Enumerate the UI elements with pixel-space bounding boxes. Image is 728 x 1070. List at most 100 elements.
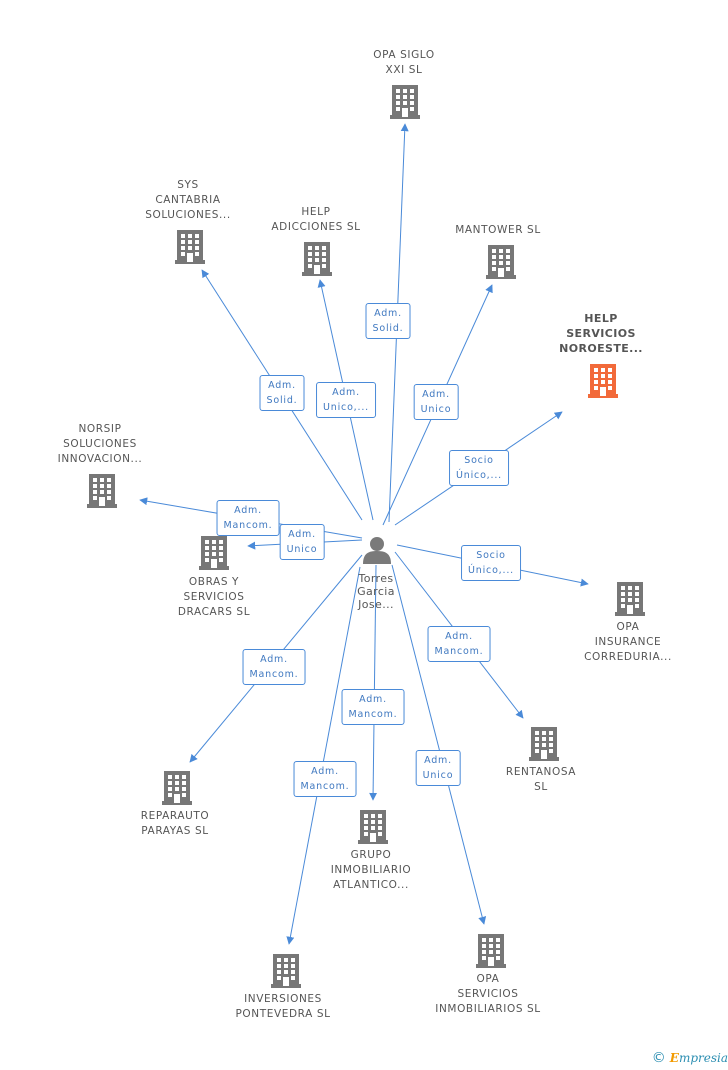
building-icon-obras-servicios-dracars[interactable] [199, 536, 229, 570]
node-label-opa-servicios-inmobiliarios-line-3: INMOBILIARIOS SL [435, 1003, 541, 1015]
building-icon-rentanosa[interactable] [529, 727, 559, 761]
edge-label-sys-cantabria[interactable]: Adm. Solid. [259, 375, 305, 411]
edge-label-norsip[interactable]: Adm.Mancom. [216, 500, 280, 536]
building-icon-help-adicciones[interactable] [302, 242, 332, 276]
edge-label-reparauto[interactable]: Adm. Mancom. [242, 649, 306, 685]
edge-label-sys-cantabria-line-1: Adm. [268, 380, 296, 391]
edge-label-grupo-inmobiliario-line-1: Adm. [359, 694, 387, 705]
node-label-norsip-line-1: NORSIP [78, 423, 122, 435]
edge-label-opa-insurance-line-1: Socio [476, 550, 506, 561]
edge-label-help-adicciones-line-1: Adm. [332, 387, 360, 398]
node-label-inversiones-pontevedra-line-2: PONTEVEDRA SL [235, 1008, 331, 1020]
node-label-opa-insurance-line-1: OPA [616, 621, 640, 633]
node-label-sys-cantabria-line-2: CANTABRIA [155, 194, 221, 206]
node-label-opa-siglo-xxi[interactable]: OPA SIGLO XXI SL [373, 48, 434, 78]
building-icon-grupo-inmobiliario[interactable] [358, 810, 388, 844]
node-label-opa-insurance-line-3: CORREDURIA... [584, 651, 672, 663]
edge-label-rentanosa-line-1: Adm. [445, 631, 473, 642]
building-icon-opa-insurance[interactable] [615, 582, 645, 616]
node-label-obras-servicios-dracars-line-1: OBRAS Y [188, 576, 240, 588]
brand-initial: E [669, 1051, 679, 1065]
node-label-grupo-inmobiliario-line-2: INMOBILIARIO [330, 864, 412, 876]
node-label-help-adicciones-line-1: HELP [301, 206, 331, 218]
building-icon-mantower[interactable] [486, 245, 516, 279]
edge-label-opa-servicios-inmobiliarios-line-2: Unico [422, 770, 454, 781]
edge-label-norsip-line-1: Adm. [234, 505, 262, 516]
edge-label-mantower-line-2: Unico [420, 404, 452, 415]
edge-label-help-adicciones-line-2: Unico,... [323, 402, 369, 413]
edge-label-obras-servicios-dracars[interactable]: Adm. Unico [279, 524, 325, 560]
person-icon [363, 537, 391, 564]
edge-label-rentanosa-line-2: Mancom. [434, 646, 484, 657]
edge-label-help-adicciones[interactable]: Adm. Unico,... [316, 382, 376, 418]
node-label-opa-siglo-xxi-line-1: OPA SIGLO [373, 49, 435, 61]
node-label-help-servicios-noroeste-line-3: NOROESTE... [559, 342, 643, 355]
edge-label-grupo-inmobiliario[interactable]: Adm. Mancom. [341, 689, 405, 725]
building-icon-inversiones-pontevedra[interactable] [271, 954, 301, 988]
edge-opa-servicios-inmobiliarios [391, 564, 487, 925]
node-label-reparauto-line-2: PARAYAS SL [141, 825, 209, 837]
brand-name: Empresia [670, 1051, 728, 1065]
edge-label-obras-servicios-dracars-line-1: Adm. [288, 529, 316, 540]
node-label-sys-cantabria-line-1: SYS [177, 179, 199, 191]
node-label-rentanosa-line-1: RENTANOSA [505, 766, 577, 778]
node-label-grupo-inmobiliario-line-3: ATLANTICO... [333, 879, 409, 891]
edge-label-help-servicios-noroeste-line-1: Socio [464, 455, 494, 466]
brand-rest: mpresia [678, 1051, 728, 1065]
building-icon-reparauto[interactable] [162, 771, 192, 805]
node-label-opa-insurance[interactable]: OPA INSURANCE CORREDURIA... [584, 620, 672, 665]
edge-label-reparauto-line-1: Adm. [260, 654, 288, 665]
node-label-opa-siglo-xxi-line-2: XXI SL [385, 64, 423, 76]
center-person-label[interactable]: Torres Garcia Jose... [357, 572, 395, 611]
edge-grupo-inmobiliario [369, 564, 378, 801]
node-label-reparauto[interactable]: REPARAUTO PARAYAS SL [141, 809, 210, 839]
edge-label-mantower[interactable]: Adm. Unico [413, 384, 459, 420]
node-label-norsip[interactable]: NORSIP SOLUCIONES INNOVACION... [58, 422, 143, 467]
node-label-obras-servicios-dracars-line-3: DRACARS SL [177, 606, 251, 618]
edge-label-help-servicios-noroeste-line-2: Único,... [456, 470, 502, 481]
node-label-mantower[interactable]: MANTOWER SL [455, 223, 541, 238]
center-label-line-3: Jose... [358, 598, 394, 611]
center-node[interactable] [363, 537, 391, 564]
edge-label-rentanosa[interactable]: Adm. Mancom. [427, 626, 491, 662]
node-label-grupo-inmobiliario-line-1: GRUPO [350, 849, 392, 861]
edge-label-sys-cantabria-line-2: Solid. [266, 395, 298, 406]
node-label-norsip-line-2: SOLUCIONES [63, 438, 137, 450]
building-icon-opa-servicios-inmobiliarios[interactable] [476, 934, 506, 968]
building-icon-help-servicios-noroeste[interactable] [588, 364, 618, 398]
edge-label-reparauto-line-2: Mancom. [249, 669, 299, 680]
node-label-help-servicios-noroeste-line-1: HELP [584, 312, 618, 325]
node-label-opa-servicios-inmobiliarios-line-2: SERVICIOS [457, 988, 519, 1000]
building-icon-opa-siglo-xxi[interactable] [390, 85, 420, 119]
building-icon-norsip[interactable] [87, 474, 117, 508]
node-label-reparauto-line-1: REPARAUTO [140, 810, 210, 822]
edge-label-inversiones-pontevedra[interactable]: Adm.Mancom. [293, 761, 357, 797]
edge-label-opa-siglo-xxi-line-1: Adm. [374, 308, 402, 319]
edge-label-grupo-inmobiliario-line-2: Mancom. [348, 709, 398, 720]
edge-label-opa-siglo-xxi[interactable]: Adm. Solid. [365, 303, 411, 339]
copyright-symbol: © [651, 1050, 666, 1066]
node-label-opa-insurance-line-2: INSURANCE [594, 636, 662, 648]
node-label-grupo-inmobiliario[interactable]: GRUPO INMOBILIARIO ATLANTICO... [331, 848, 412, 893]
edge-label-opa-insurance-line-2: Único,... [468, 565, 514, 576]
node-label-sys-cantabria[interactable]: SYS CANTABRIA SOLUCIONES... [145, 178, 231, 223]
node-label-norsip-line-3: INNOVACION... [57, 453, 143, 465]
node-label-sys-cantabria-line-3: SOLUCIONES... [145, 209, 231, 221]
edge-label-inversiones-pontevedra-line-2: Mancom. [300, 781, 350, 792]
edge-label-obras-servicios-dracars-line-2: Unico [286, 544, 318, 555]
edge-label-mantower-line-1: Adm. [422, 389, 450, 400]
edge-label-opa-servicios-inmobiliarios[interactable]: Adm.Unico [415, 750, 461, 786]
node-label-mantower-line-1: MANTOWER SL [455, 224, 541, 236]
center-label-line-2: Garcia [357, 585, 395, 598]
edge-label-opa-siglo-xxi-line-2: Solid. [372, 323, 404, 334]
building-icon-sys-cantabria[interactable] [175, 230, 205, 264]
